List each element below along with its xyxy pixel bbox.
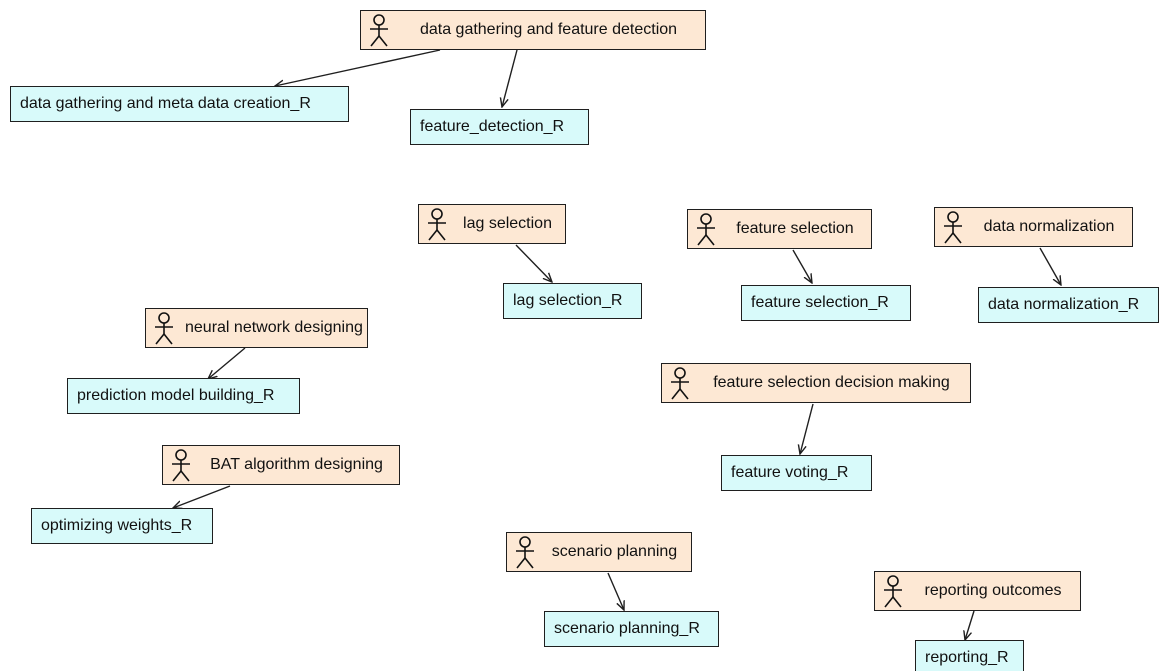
role-node-bat-algorithm-designing[interactable]: BAT algorithm designing [162, 445, 400, 485]
edge-a4-r5 [1039, 247, 1061, 285]
resource-node-prediction-model-building[interactable]: prediction model building_R [67, 378, 300, 414]
edge-a1-r1 [275, 49, 441, 86]
resource-node-feature-voting[interactable]: feature voting_R [721, 455, 872, 491]
person-icon [172, 449, 190, 482]
person-icon [516, 536, 534, 569]
role-label: lag selection [463, 215, 552, 232]
resource-node-feature-selection[interactable]: feature selection_R [741, 285, 911, 321]
resource-node-data-gathering-meta-data[interactable]: data gathering and meta data creation_R [10, 86, 349, 122]
person-icon [697, 213, 715, 246]
person-icon [155, 312, 173, 345]
resource-label: prediction model building_R [77, 387, 275, 404]
resource-node-feature-detection[interactable]: feature_detection_R [410, 109, 589, 145]
resource-node-reporting[interactable]: reporting_R [915, 640, 1024, 671]
resource-node-data-normalization[interactable]: data normalization_R [978, 287, 1159, 323]
role-label: data gathering and feature detection [419, 21, 678, 38]
resource-label: feature_detection_R [420, 118, 565, 135]
edge-a5-r6 [208, 347, 246, 379]
edge-a9-r10 [965, 610, 975, 640]
edge-a7-r8 [173, 485, 231, 508]
edge-a8-r9 [607, 572, 624, 610]
person-icon [428, 208, 446, 241]
role-node-neural-network-designing[interactable]: neural network designing [145, 308, 368, 348]
person-icon [944, 211, 962, 244]
resource-label: scenario planning_R [554, 620, 700, 637]
role-label: feature selection decision making [713, 374, 950, 391]
edge-a3-r4 [792, 249, 812, 283]
resource-label: lag selection_R [513, 292, 623, 309]
role-node-scenario-planning[interactable]: scenario planning [506, 532, 692, 572]
role-node-data-gathering-feature-detection[interactable]: data gathering and feature detection [360, 10, 706, 50]
role-node-lag-selection[interactable]: lag selection [418, 204, 566, 244]
edge-a1-r2 [502, 49, 518, 107]
resource-node-optimizing-weights[interactable]: optimizing weights_R [31, 508, 213, 544]
role-node-feature-selection-decision-making[interactable]: feature selection decision making [661, 363, 971, 403]
role-label: reporting outcomes [924, 582, 1062, 599]
edge-a2-r3 [515, 244, 552, 282]
resource-node-lag-selection[interactable]: lag selection_R [503, 283, 642, 319]
resource-label: reporting_R [925, 649, 1009, 666]
resource-label: data gathering and meta data creation_R [20, 95, 311, 112]
resource-node-scenario-planning[interactable]: scenario planning_R [544, 611, 719, 647]
person-icon [884, 575, 902, 608]
person-icon [671, 367, 689, 400]
role-node-data-normalization[interactable]: data normalization [934, 207, 1133, 247]
role-node-feature-selection[interactable]: feature selection [687, 209, 872, 249]
resource-label: feature voting_R [731, 464, 849, 481]
resource-label: feature selection_R [751, 294, 889, 311]
role-label: BAT algorithm designing [210, 456, 383, 473]
person-icon [370, 14, 388, 47]
role-label: neural network designing [185, 319, 363, 336]
role-label: feature selection [736, 220, 854, 237]
resource-label: optimizing weights_R [41, 517, 193, 534]
edge-a6-r7 [800, 403, 814, 454]
resource-label: data normalization_R [988, 296, 1140, 313]
role-label: data normalization [983, 218, 1115, 235]
role-label: scenario planning [551, 543, 678, 560]
role-node-reporting-outcomes[interactable]: reporting outcomes [874, 571, 1081, 611]
